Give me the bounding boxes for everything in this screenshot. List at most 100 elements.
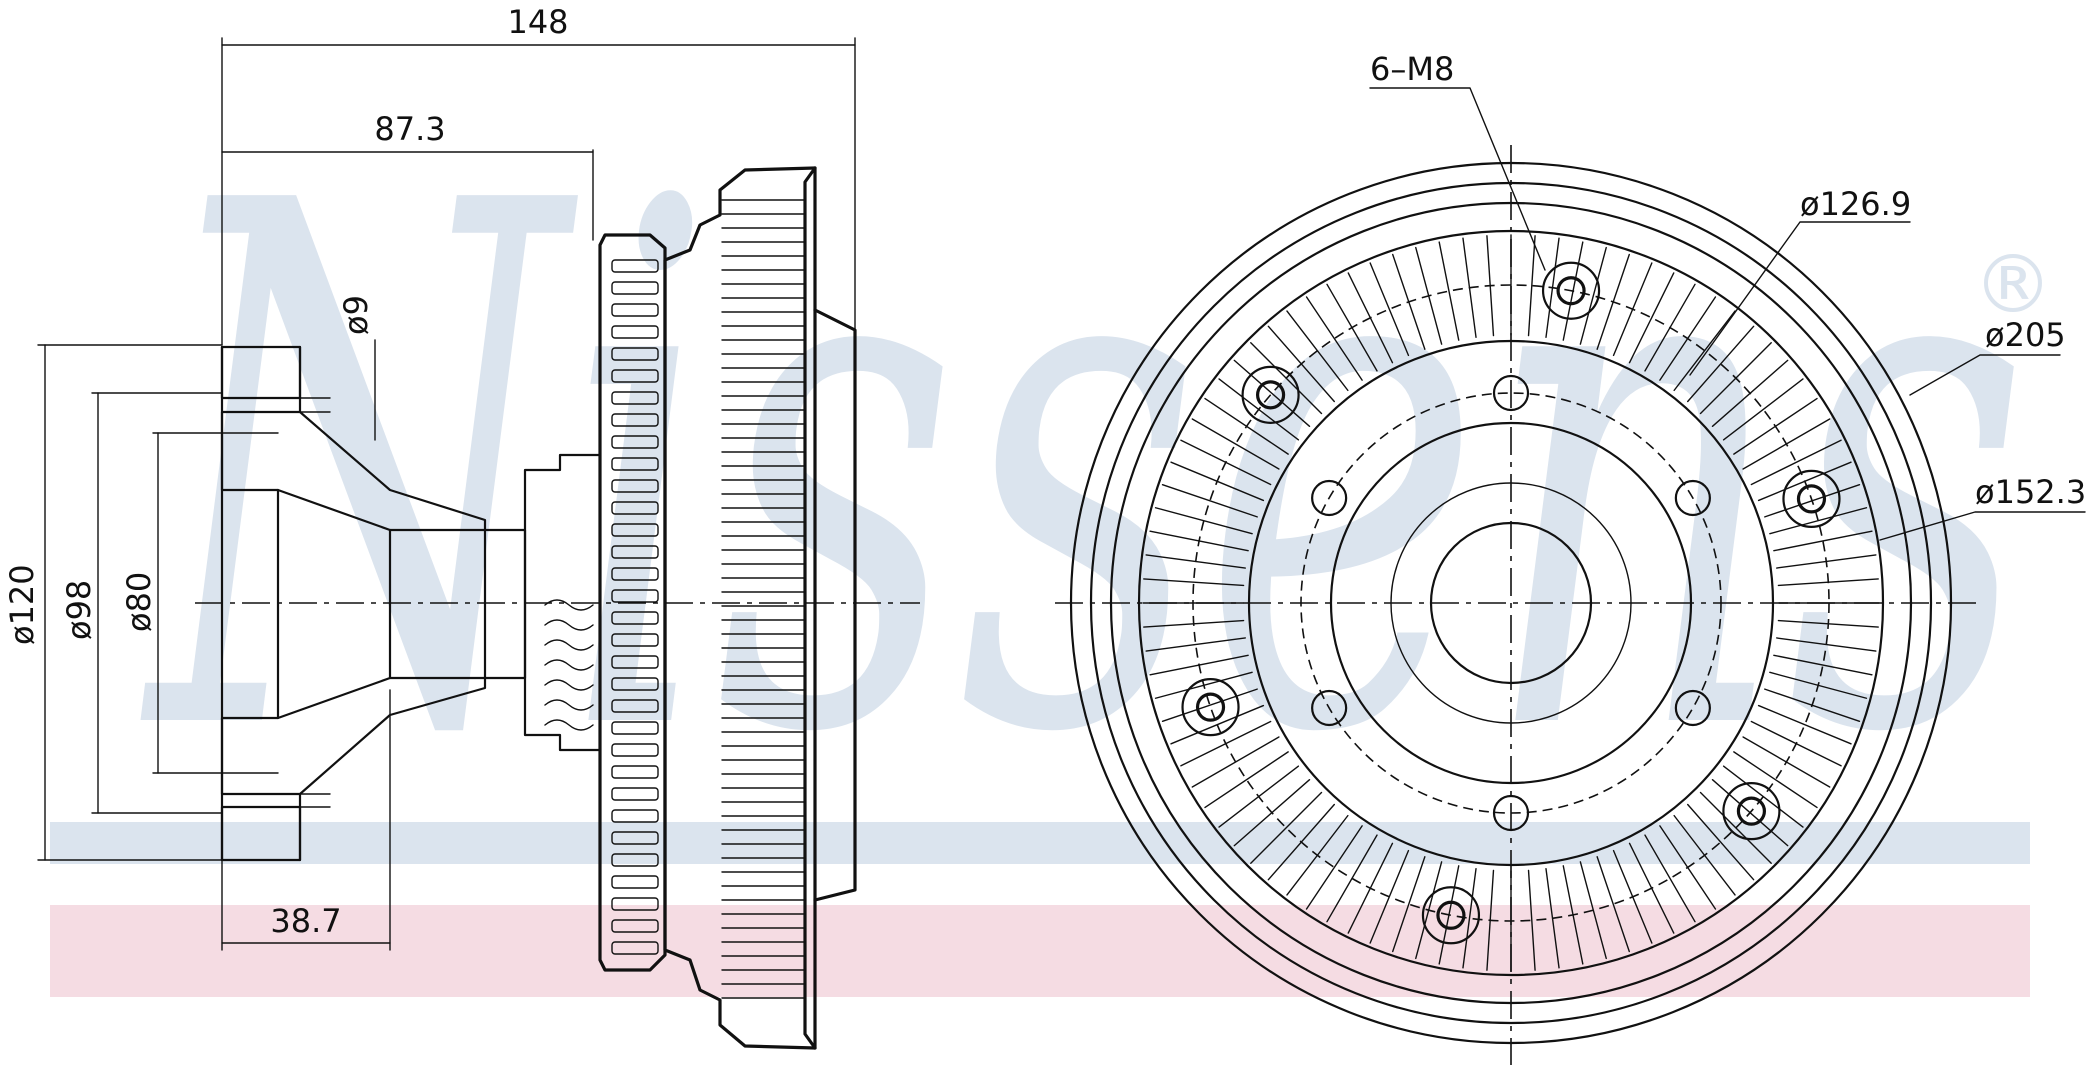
radial-fin — [1545, 237, 1560, 338]
side-fin-slot — [611, 941, 659, 955]
radial-fin — [1773, 530, 1873, 552]
radial-fin — [1742, 418, 1831, 470]
bolt-hole — [1436, 900, 1466, 930]
radial-fin — [1612, 849, 1653, 944]
radial-fin — [1764, 484, 1861, 518]
radial-fin — [1218, 378, 1300, 441]
side-fins — [611, 199, 806, 999]
radial-fin — [1326, 283, 1378, 372]
side-fin-slot — [611, 589, 659, 603]
bolt-boss — [1181, 678, 1240, 737]
radial-fin — [1711, 779, 1789, 847]
radial-fin — [1347, 842, 1394, 934]
dim-body-dia: ø152.3 — [1975, 473, 2086, 511]
radial-fin — [1628, 842, 1675, 934]
radial-fin — [1462, 868, 1477, 969]
radial-fin — [1204, 397, 1289, 455]
side-fin-slot — [611, 435, 659, 449]
radial-fin — [1438, 241, 1460, 341]
radial-fin — [1204, 751, 1289, 809]
side-fin-slot — [611, 875, 659, 889]
radial-fin — [1562, 865, 1584, 965]
bolt-boss — [1241, 365, 1300, 424]
dim-thread-leader — [1369, 87, 1546, 271]
side-fin-slot — [611, 391, 659, 405]
side-fin-slot — [611, 831, 659, 845]
side-fin-slot — [611, 457, 659, 471]
radial-fin — [1733, 751, 1818, 809]
outer-rim-1 — [1069, 161, 1953, 1045]
radial-fin — [1699, 342, 1772, 415]
dim-flange-dia: ø120 — [3, 564, 41, 645]
side-fin-slot — [611, 545, 659, 559]
side-fin-slot — [611, 699, 659, 713]
radial-fin — [1180, 720, 1272, 767]
side-fin-slot — [611, 655, 659, 669]
watermark-pink-band — [50, 905, 2030, 997]
radial-fin — [1415, 246, 1443, 345]
radial-fin — [1545, 868, 1560, 969]
radial-fin — [1750, 720, 1842, 767]
outer-rim-2 — [1089, 181, 1933, 1025]
side-fin-slot — [611, 809, 659, 823]
side-fin-slot — [611, 611, 659, 625]
dim-pilot-dia: ø98 — [60, 580, 98, 640]
radial-fin — [1143, 578, 1245, 587]
radial-fin — [1644, 283, 1696, 372]
radial-fin — [1687, 325, 1755, 403]
hub-bolt-holes — [1311, 374, 1711, 832]
watermark-blue-band — [50, 822, 2030, 864]
watermark-registered-mark: ® — [1973, 238, 2053, 331]
clutch-body-outline — [598, 233, 667, 972]
radial-fin — [1347, 272, 1394, 364]
radial-fin — [1154, 507, 1253, 535]
side-dimensions: 148 87.3 ø9 ø120 ø98 ø80 38.7 — [3, 3, 856, 951]
radial-fin — [1154, 671, 1253, 699]
radial-fin — [1180, 439, 1272, 486]
side-fin-slot — [611, 721, 659, 735]
radial-fin — [1722, 378, 1804, 441]
side-fin-slot — [611, 479, 659, 493]
radial-fin — [1722, 765, 1804, 828]
front-view — [1055, 145, 1980, 1065]
hub-hole — [1674, 689, 1711, 727]
side-fin-slot — [611, 743, 659, 757]
radial-fin — [1161, 688, 1258, 722]
radial-fin — [1145, 637, 1246, 652]
dim-bolt-hole: ø9 — [337, 295, 375, 335]
side-fin-slot — [611, 259, 659, 273]
radial-fin — [1628, 272, 1675, 364]
side-fin-slot — [611, 325, 659, 339]
radial-fin — [1687, 803, 1755, 881]
fin-ring-outer — [1137, 229, 1885, 977]
front-bolt-holes — [1181, 261, 1841, 945]
side-fin-slot — [611, 897, 659, 911]
radial-fin — [1769, 507, 1868, 535]
dim-body-dia-leader — [1879, 511, 2086, 541]
radial-fin — [1776, 637, 1877, 652]
radial-fin — [1415, 861, 1443, 960]
bolt-boss — [1421, 886, 1481, 945]
radial-fin — [1711, 359, 1789, 427]
radial-fin — [1764, 688, 1861, 722]
radial-fin — [1527, 869, 1536, 971]
radial-fin — [1145, 554, 1246, 569]
radial-fin — [1462, 237, 1477, 338]
fin-ring-inner — [1247, 339, 1775, 867]
dim-thread: 6–M8 — [1370, 50, 1454, 88]
dim-outer-dia: ø205 — [1985, 316, 2066, 354]
side-fin-slot — [611, 567, 659, 581]
side-fin-slot — [611, 369, 659, 383]
bimetal-coil — [544, 599, 594, 731]
radial-fin — [1773, 654, 1873, 676]
radial-fin — [1757, 704, 1852, 745]
radial-fin — [1392, 253, 1426, 350]
hub-inner-bolt-circle — [1300, 392, 1722, 814]
side-fin-slot — [611, 765, 659, 779]
radial-fin — [1143, 619, 1245, 628]
hub-hole — [1492, 374, 1530, 412]
radial-fin — [1486, 869, 1495, 971]
radial-fin — [1191, 736, 1280, 788]
radial-fin — [1218, 765, 1300, 828]
radial-fin — [1659, 296, 1717, 381]
